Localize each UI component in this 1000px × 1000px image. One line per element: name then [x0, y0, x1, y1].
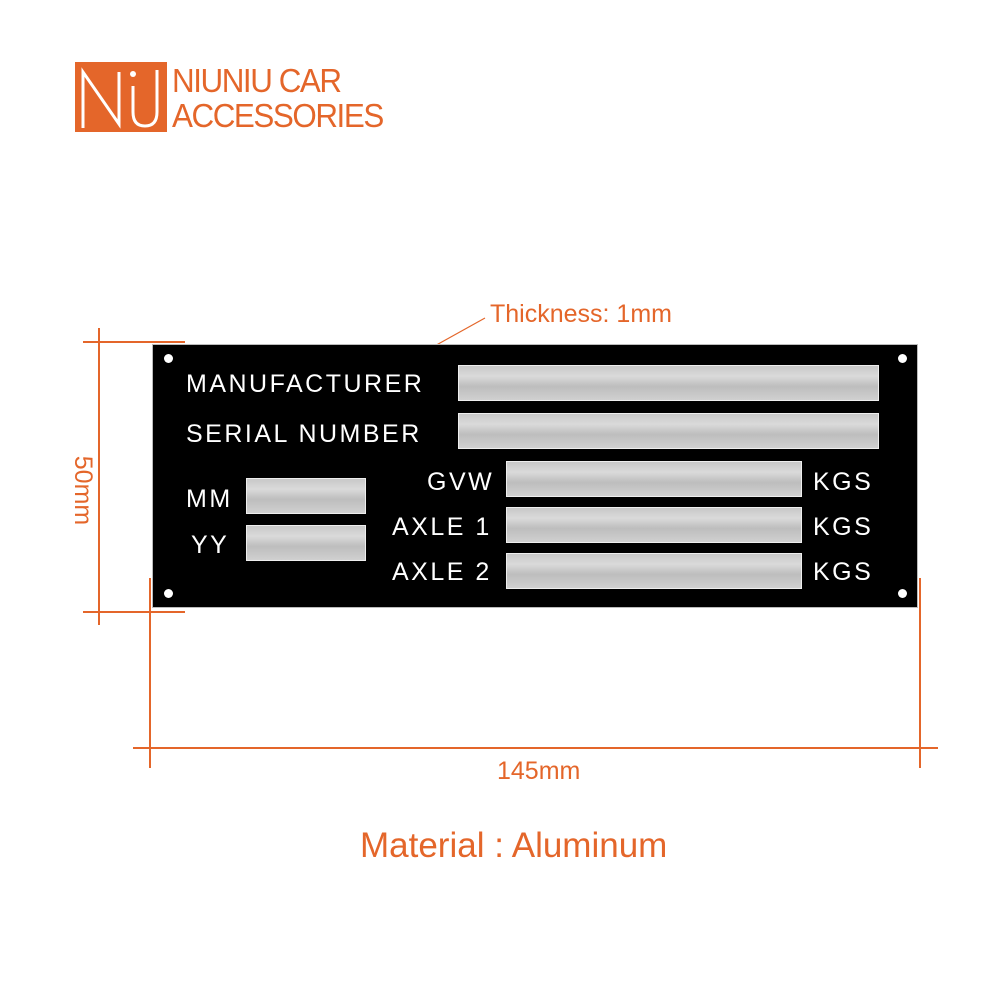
gvw-label: GVW: [427, 468, 495, 496]
height-tick-top: [83, 341, 185, 343]
axle1-unit: KGS: [813, 513, 874, 541]
brand-line2: ACCESSORIES: [172, 97, 384, 134]
gvw-field: [506, 461, 802, 497]
axle2-label: AXLE 2: [392, 558, 492, 586]
width-tick-left: [149, 578, 151, 768]
mounting-hole: [898, 354, 907, 363]
axle1-label: AXLE 1: [392, 513, 492, 541]
mounting-hole: [164, 354, 173, 363]
height-dimension-line: [98, 328, 100, 625]
material-label: Material : Aluminum: [360, 826, 668, 865]
manufacturer-field: [458, 365, 879, 401]
serial-field: [458, 413, 879, 449]
mm-label: MM: [186, 485, 233, 513]
logo-mark: [75, 62, 167, 132]
axle2-unit: KGS: [813, 558, 874, 586]
yy-field: [246, 525, 366, 561]
mounting-hole: [164, 589, 173, 598]
axle1-field: [506, 507, 802, 543]
yy-label: YY: [191, 531, 230, 559]
gvw-unit: KGS: [813, 468, 874, 496]
logo-niu-icon: [81, 67, 159, 129]
height-label: 50mm: [69, 455, 98, 526]
thickness-label: Thickness: 1mm: [490, 300, 672, 328]
width-label: 145mm: [497, 757, 581, 785]
serial-label: SERIAL NUMBER: [186, 420, 422, 448]
brand-line1: NIUNIU CAR: [172, 62, 342, 99]
height-tick-bottom: [83, 611, 185, 613]
width-dimension-line: [133, 747, 938, 749]
mm-field: [246, 478, 366, 514]
axle2-field: [506, 553, 802, 589]
manufacturer-label: MANUFACTURER: [186, 370, 425, 398]
width-tick-right: [919, 578, 921, 768]
mounting-hole: [898, 589, 907, 598]
